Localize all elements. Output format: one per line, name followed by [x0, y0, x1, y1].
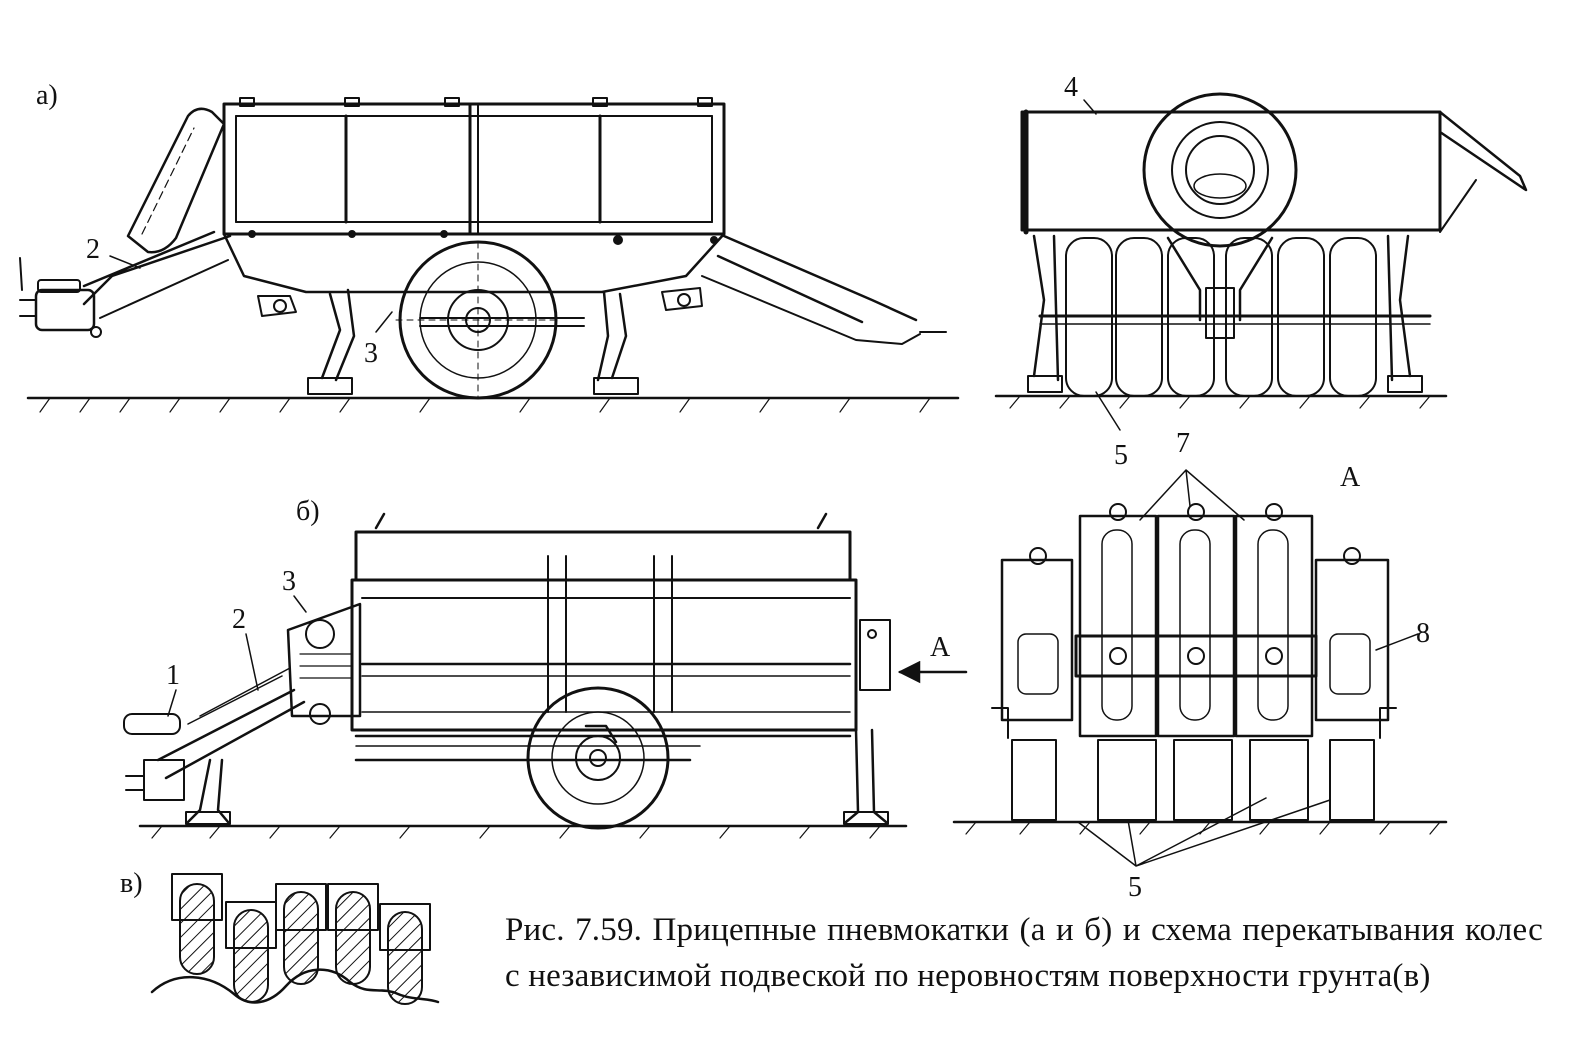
- view-A-rear: [952, 469, 1448, 867]
- callout-a-rear-4: 4: [1064, 72, 1078, 103]
- callout-a-3: 3: [364, 338, 378, 369]
- view-a-rear: [994, 92, 1528, 409]
- view-A-title: А: [1340, 462, 1361, 493]
- view-c-diagram: [150, 873, 440, 1005]
- callout-A-7: 7: [1176, 428, 1190, 459]
- callout-a-2: 2: [86, 234, 100, 265]
- view-b-arrow-label: А: [930, 632, 951, 663]
- callout-a-rear-5: 5: [1114, 440, 1128, 471]
- callout-b-1: 1: [166, 660, 180, 691]
- view-c-marker: в): [120, 868, 143, 899]
- view-a-side: [19, 97, 960, 413]
- view-a-marker: а): [36, 80, 58, 111]
- callout-A-5: 5: [1128, 872, 1142, 903]
- callout-A-8: 8: [1416, 618, 1430, 649]
- view-b-side: [123, 512, 968, 839]
- figure-caption: Рис. 7.59. Прицепные пневмокатки (а и б)…: [505, 912, 1543, 994]
- callout-b-3: 3: [282, 566, 296, 597]
- view-b-marker: б): [296, 496, 320, 527]
- callout-b-2: 2: [232, 604, 246, 635]
